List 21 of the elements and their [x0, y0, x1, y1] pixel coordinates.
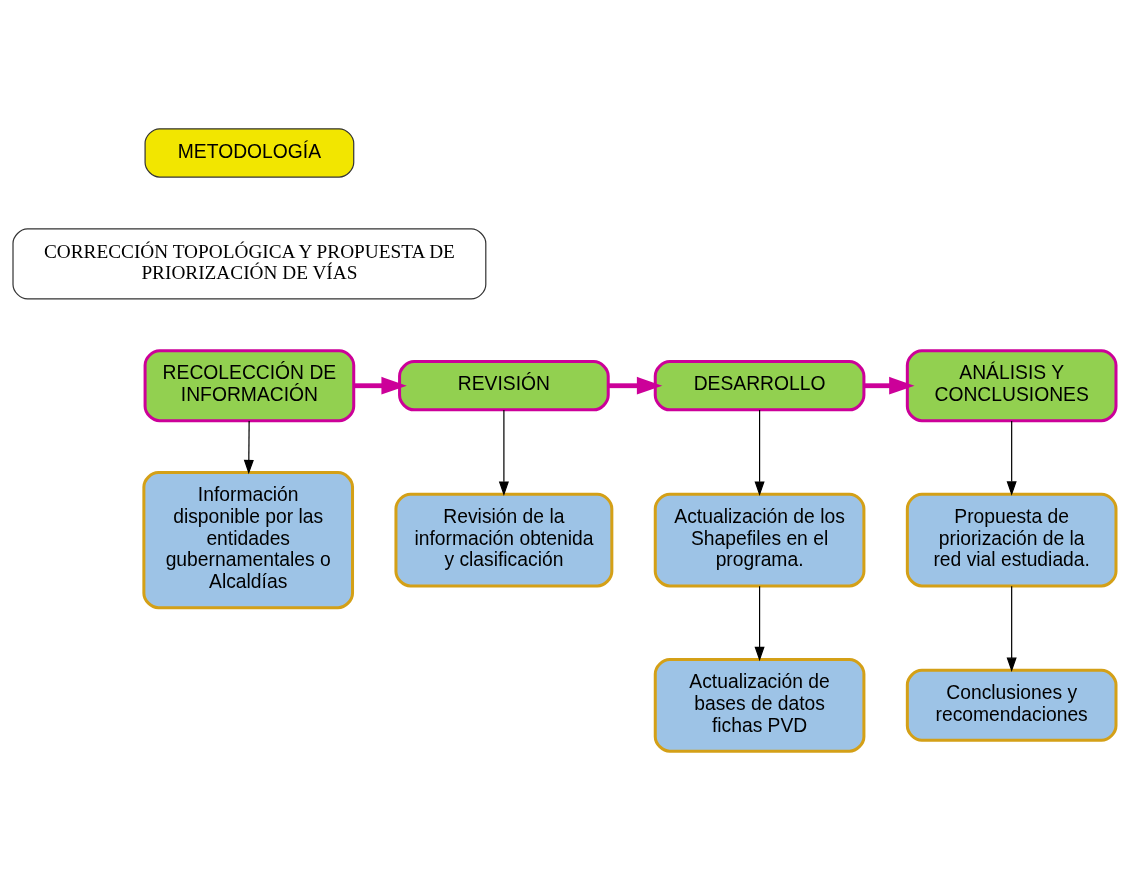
node-box: CORRECCIÓN TOPOLÓGICA Y PROPUESTA DE PRIORIZACIÓN DE VÍAS: [12, 228, 487, 300]
arrow: [1006, 585, 1017, 673]
node-box: Actualización de bases de datos fichas PVD: [653, 658, 866, 753]
node-box: Propuesta de priorización de la red vial estudiada.: [905, 492, 1118, 588]
node-box: RECOLECCIÓN DE INFORMACIÓN: [143, 349, 356, 423]
node-box: Información disponible por las entidades gubernamentales o Alcaldías: [142, 471, 355, 610]
arrow: [353, 376, 407, 395]
node-box: Actualización de los Shapefiles en el programa.: [653, 492, 866, 588]
node-box: Conclusiones y recomendaciones: [905, 668, 1118, 742]
node-box: Revisión de la información obtenida y clasificación: [394, 492, 614, 588]
arrow: [1006, 420, 1017, 496]
arrow: [754, 585, 765, 662]
node-box: DESARROLLO: [653, 360, 866, 412]
node-box: REVISIÓN: [398, 360, 610, 412]
arrow: [863, 376, 915, 395]
arrow: [754, 409, 765, 496]
arrow: [243, 420, 254, 475]
node-box: ANÁLISIS Y CONCLUSIONES: [905, 349, 1118, 423]
arrow: [498, 409, 509, 496]
node-box: METODOLOGÍA: [144, 128, 355, 178]
arrow: [608, 376, 663, 395]
